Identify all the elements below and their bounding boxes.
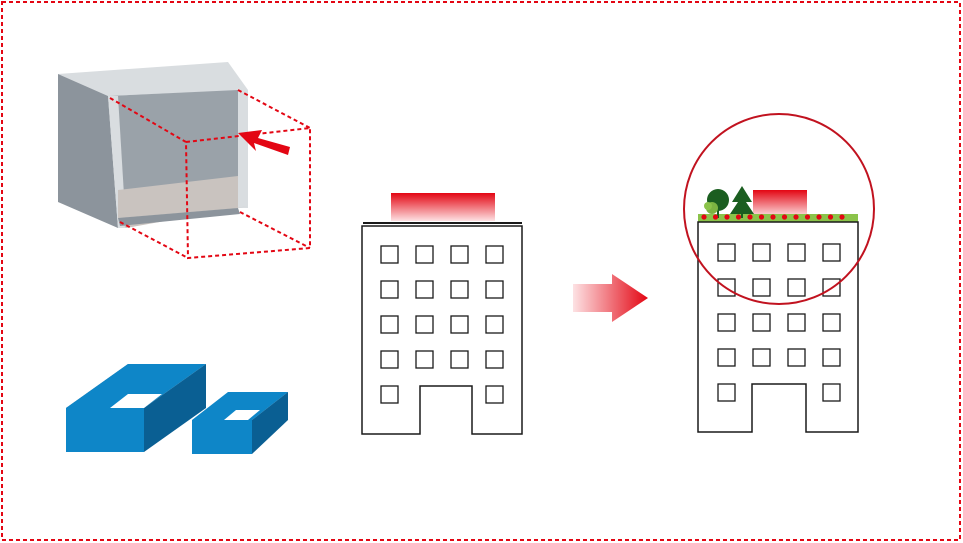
window-grid [717, 243, 841, 402]
box-floor-top [118, 176, 238, 218]
window [485, 280, 504, 299]
tree-icon [704, 189, 729, 218]
window [752, 348, 771, 367]
window [450, 280, 469, 299]
large-frame-hole [110, 394, 162, 408]
window [415, 245, 434, 264]
roof-red-panel [391, 193, 495, 221]
roof-red-panel [753, 190, 807, 217]
roof-dot [804, 214, 811, 220]
small-frame-top [192, 392, 288, 420]
box-bottom-lip [118, 208, 240, 226]
window [822, 383, 841, 402]
window [415, 280, 434, 299]
building-outline [361, 225, 523, 435]
window [717, 348, 736, 367]
modular-frame-icon [66, 364, 288, 454]
window [485, 245, 504, 264]
window [415, 315, 434, 334]
small-frame-front [192, 420, 252, 454]
building-icon [361, 193, 523, 435]
roof-dot [793, 214, 799, 220]
window [752, 313, 771, 332]
roof-dots [701, 214, 845, 220]
window [380, 315, 399, 334]
window [717, 313, 736, 332]
window [380, 280, 399, 299]
roof-dot [816, 214, 822, 220]
gradient-arrow-right-icon [573, 274, 648, 322]
green-roof-strip [698, 214, 858, 222]
window [380, 245, 399, 264]
window [485, 315, 504, 334]
roof-dot [827, 214, 834, 220]
small-frame-hole [224, 410, 260, 420]
window [787, 243, 806, 262]
window [450, 245, 469, 264]
window [717, 243, 736, 262]
small-frame-right [252, 392, 288, 454]
building-outline [697, 221, 859, 433]
window [380, 385, 399, 404]
box-module-icon [58, 62, 248, 228]
window [787, 313, 806, 332]
window [787, 348, 806, 367]
window [450, 350, 469, 369]
roof-dot [735, 214, 742, 220]
roof-dot [781, 214, 788, 220]
window [822, 243, 841, 262]
window [822, 348, 841, 367]
window [822, 313, 841, 332]
window [752, 243, 771, 262]
box-left-face [58, 74, 118, 228]
roof-dot [701, 214, 707, 220]
window [752, 278, 771, 297]
roof-dot [747, 214, 753, 220]
roof-dot [770, 214, 776, 220]
window [450, 315, 469, 334]
window [485, 350, 504, 369]
roof-dot [839, 214, 845, 220]
tree-icon [730, 186, 754, 218]
window [717, 383, 736, 402]
window-grid [380, 245, 504, 404]
window [380, 350, 399, 369]
highlight-circle-icon [683, 113, 875, 305]
large-frame-right [144, 364, 206, 452]
window [787, 278, 806, 297]
dashed-cube-outline [109, 89, 311, 260]
box-top-face [58, 62, 248, 96]
roof-dot [758, 214, 765, 220]
large-frame-top [66, 364, 206, 408]
insert-arrow-icon [238, 130, 290, 155]
building-with-green-roof-icon [683, 113, 875, 433]
window [415, 350, 434, 369]
window [485, 385, 504, 404]
roof-dot [724, 214, 730, 220]
roof-dot [712, 214, 719, 220]
large-frame-front [66, 408, 144, 452]
box-right-edge [238, 90, 248, 208]
